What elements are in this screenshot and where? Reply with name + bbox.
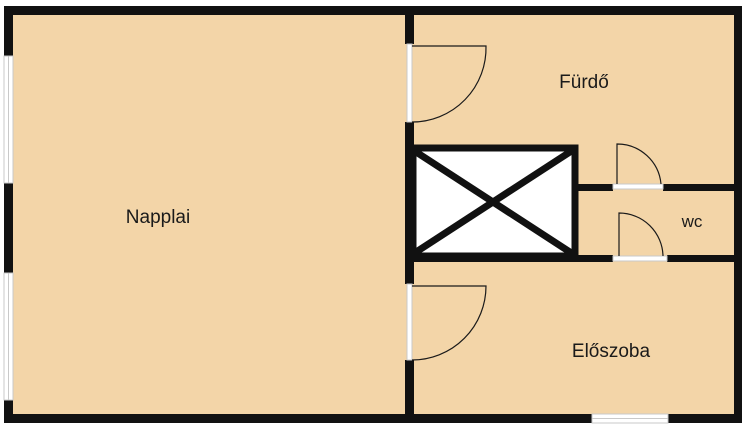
hall-label: Előszoba	[572, 341, 651, 362]
hall-door[interactable]	[406, 283, 487, 361]
wall-wc-top-right	[663, 184, 742, 191]
wall-inner-mid	[405, 122, 414, 284]
wc-lower-door[interactable]	[612, 212, 668, 262]
hall-floor[interactable]	[410, 258, 736, 416]
wc-floor[interactable]	[576, 188, 736, 258]
wall-wc-top	[573, 184, 613, 191]
bathroom-label: Fürdő	[559, 72, 609, 93]
shaft	[409, 144, 579, 260]
wall-right	[734, 6, 742, 423]
wall-wc-bottom-right	[667, 255, 742, 262]
hall-entrance-window	[591, 413, 669, 424]
living-window-lower	[3, 272, 14, 401]
wall-left-bottom	[4, 400, 13, 423]
wall-wc-bottom	[410, 255, 613, 262]
wall-left-top	[4, 6, 13, 56]
wall-inner-top	[405, 6, 414, 44]
wall-bottom	[4, 414, 592, 423]
walls	[4, 6, 742, 423]
living-room-label: Napplai	[126, 207, 190, 228]
living-window-upper	[3, 55, 14, 184]
bathroom-door[interactable]	[406, 43, 487, 123]
wall-left-mid	[4, 183, 13, 273]
windows	[3, 55, 669, 424]
room-labels: Napplai Fürdő wc Előszoba	[126, 72, 703, 362]
shaft-cross-b	[411, 147, 575, 257]
living-room-floor[interactable]	[10, 12, 410, 416]
wall-bottom-right	[668, 414, 742, 423]
wall-top	[4, 6, 742, 15]
floor-areas	[10, 12, 736, 416]
wc-upper-door[interactable]	[612, 143, 664, 190]
doors	[406, 43, 668, 361]
wc-label: wc	[681, 212, 703, 231]
wall-inner-bottom	[405, 360, 414, 423]
